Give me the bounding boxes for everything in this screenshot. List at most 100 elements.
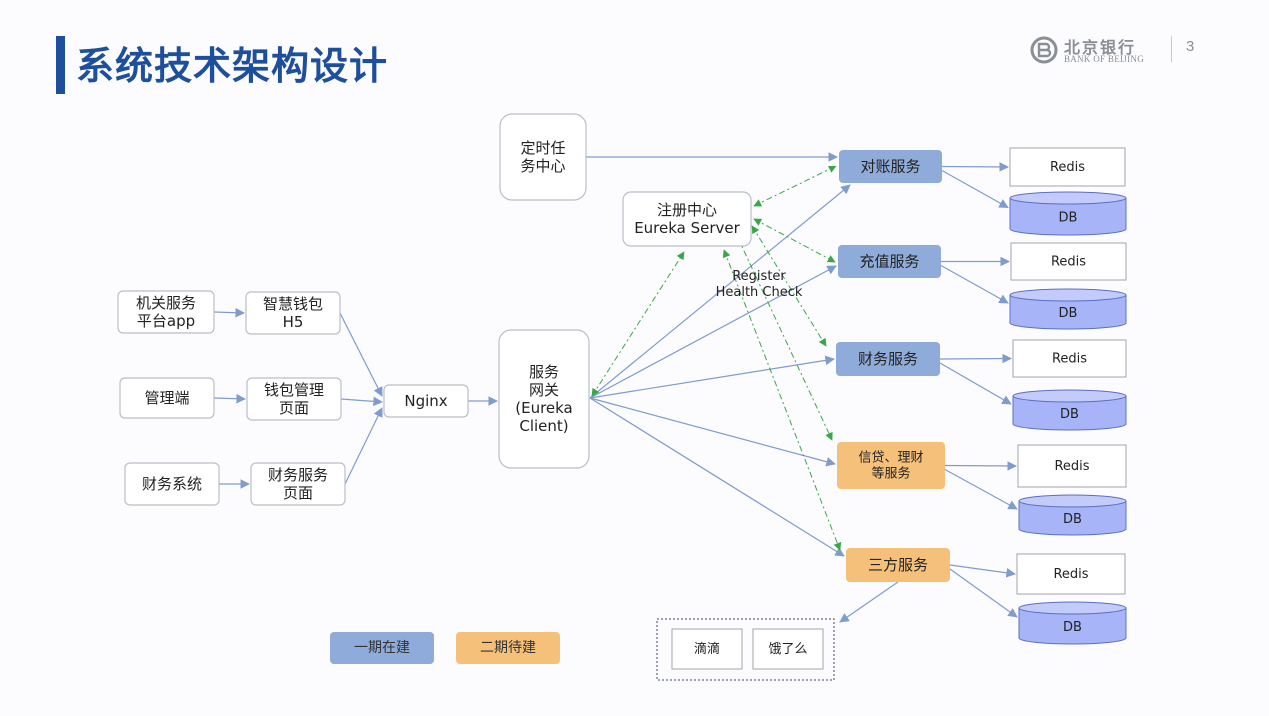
- gateway-label-line: Client): [519, 417, 568, 435]
- credit-label: 信贷、理财等服务: [858, 450, 923, 481]
- bank-logo: 北京银行 BANK OF BEIJING: [1030, 34, 1158, 68]
- redis5-label-line: Redis: [1053, 567, 1088, 582]
- legend-phase1: 一期在建: [330, 632, 434, 664]
- node-redis4: Redis: [1017, 444, 1127, 488]
- edge-eureka-reconcile-register: [753, 165, 837, 207]
- db1-label-line: DB: [1059, 210, 1078, 225]
- redis4-box: [1017, 444, 1127, 488]
- gateway-label-line: (Eureka: [515, 399, 573, 417]
- edge-recharge-to-db2: [940, 264, 1009, 304]
- diagram-edges: [213, 152, 1018, 623]
- app-label-line: 机关服务: [136, 294, 196, 312]
- h5-label-line: H5: [283, 313, 304, 331]
- didi-label: 滴滴: [694, 641, 720, 657]
- db2-cylinder-top: [1009, 288, 1127, 302]
- redis3-label: Redis: [1052, 351, 1087, 366]
- node-credit: 信贷、理财等服务: [837, 442, 945, 489]
- edge-manage-to-walletpage: [213, 393, 246, 404]
- edge-third-to-external: [839, 581, 899, 623]
- db2-cylinder-body: [1009, 295, 1127, 330]
- legend-phase1-label: 一期在建: [354, 640, 410, 656]
- redis3-label-line: Redis: [1052, 351, 1087, 366]
- redis1-label: Redis: [1050, 160, 1085, 175]
- reconcile-box: [839, 150, 942, 183]
- gateway-label-line: 服务: [529, 363, 559, 381]
- node-finpage: 财务服务页面: [250, 462, 346, 506]
- edge-eureka-recharge-register: [753, 218, 836, 263]
- manage-label: 管理端: [144, 389, 189, 407]
- node-nginx: Nginx: [383, 384, 469, 418]
- db3-label-line: DB: [1060, 407, 1079, 422]
- credit-box: [837, 442, 945, 489]
- finpage-box: [250, 462, 346, 506]
- edge-gateway-eureka-register: [591, 251, 685, 397]
- external-services-group: [656, 618, 835, 681]
- db2-label-line: DB: [1059, 306, 1078, 321]
- eureka-box: [622, 191, 752, 247]
- finsys-label-line: 财务系统: [142, 475, 202, 493]
- node-db2: DB: [1009, 288, 1127, 330]
- walletpage-box: [246, 377, 342, 421]
- finance-box: [836, 342, 940, 376]
- didi-box: [671, 628, 743, 670]
- nginx-label: Nginx: [404, 392, 447, 410]
- app-box: [117, 290, 215, 334]
- timer-label-line: 务中心: [520, 157, 565, 175]
- timer-label-line: 定时任: [520, 139, 565, 157]
- db1-label: DB: [1059, 210, 1078, 225]
- diagram-legend: 一期在建 二期待建: [330, 632, 560, 664]
- node-db4: DB: [1018, 494, 1127, 536]
- recharge-label-line: 充值服务: [859, 253, 919, 271]
- node-redis2: Redis: [1010, 242, 1127, 281]
- node-reconcile: 对账服务: [839, 150, 942, 183]
- db4-cylinder-body: [1018, 501, 1127, 536]
- node-recharge: 充值服务: [838, 245, 941, 278]
- edge-credit-to-db4: [944, 468, 1018, 510]
- db5-label-line: DB: [1063, 620, 1082, 635]
- node-db5: DB: [1018, 601, 1127, 645]
- walletpage-label: 钱包管理页面: [264, 381, 324, 417]
- app-label-line: 平台app: [137, 312, 195, 330]
- edge-finance-to-db3: [939, 362, 1012, 405]
- edge-credit-to-redis4: [944, 461, 1017, 471]
- legend-phase2: 二期待建: [456, 632, 560, 664]
- redis4-label: Redis: [1054, 459, 1089, 474]
- edge-third-to-redis5: [949, 564, 1016, 578]
- header-separator: [1171, 36, 1172, 62]
- app-label: 机关服务平台app: [136, 294, 196, 330]
- db1-cylinder-top: [1009, 191, 1127, 205]
- node-db1: DB: [1009, 191, 1127, 236]
- h5-label-line: 智慧钱包: [263, 295, 323, 313]
- register-label-label-line: Register: [732, 269, 786, 284]
- gateway-box: [498, 329, 590, 469]
- third-label-line: 三方服务: [868, 556, 928, 574]
- db3-cylinder-top: [1012, 389, 1127, 403]
- edge-reconcile-to-db1: [941, 169, 1009, 209]
- register-label-label-line: Health Check: [716, 285, 803, 300]
- legend-phase2-swatch: [456, 632, 560, 664]
- db5-cylinder-top: [1018, 601, 1127, 615]
- node-didi: 滴滴: [671, 628, 743, 670]
- credit-label-line: 信贷、理财: [858, 450, 923, 465]
- redis3-box: [1012, 339, 1127, 378]
- redis4-label-line: Redis: [1054, 459, 1089, 474]
- edge-finance-to-redis3: [939, 353, 1012, 364]
- db3-label: DB: [1060, 407, 1079, 422]
- manage-label-line: 管理端: [144, 389, 189, 407]
- node-redis5: Redis: [1016, 553, 1126, 595]
- node-redis1: Redis: [1009, 147, 1126, 187]
- third-box: [846, 548, 950, 582]
- recharge-label: 充值服务: [859, 253, 919, 271]
- db4-cylinder-top: [1018, 494, 1127, 508]
- finpage-label-line: 页面: [283, 484, 313, 502]
- finance-label-line: 财务服务: [858, 350, 918, 368]
- redis2-box: [1010, 242, 1127, 281]
- redis1-label-line: Redis: [1050, 160, 1085, 175]
- edge-eureka-third-register: [722, 249, 842, 551]
- node-third: 三方服务: [846, 548, 950, 582]
